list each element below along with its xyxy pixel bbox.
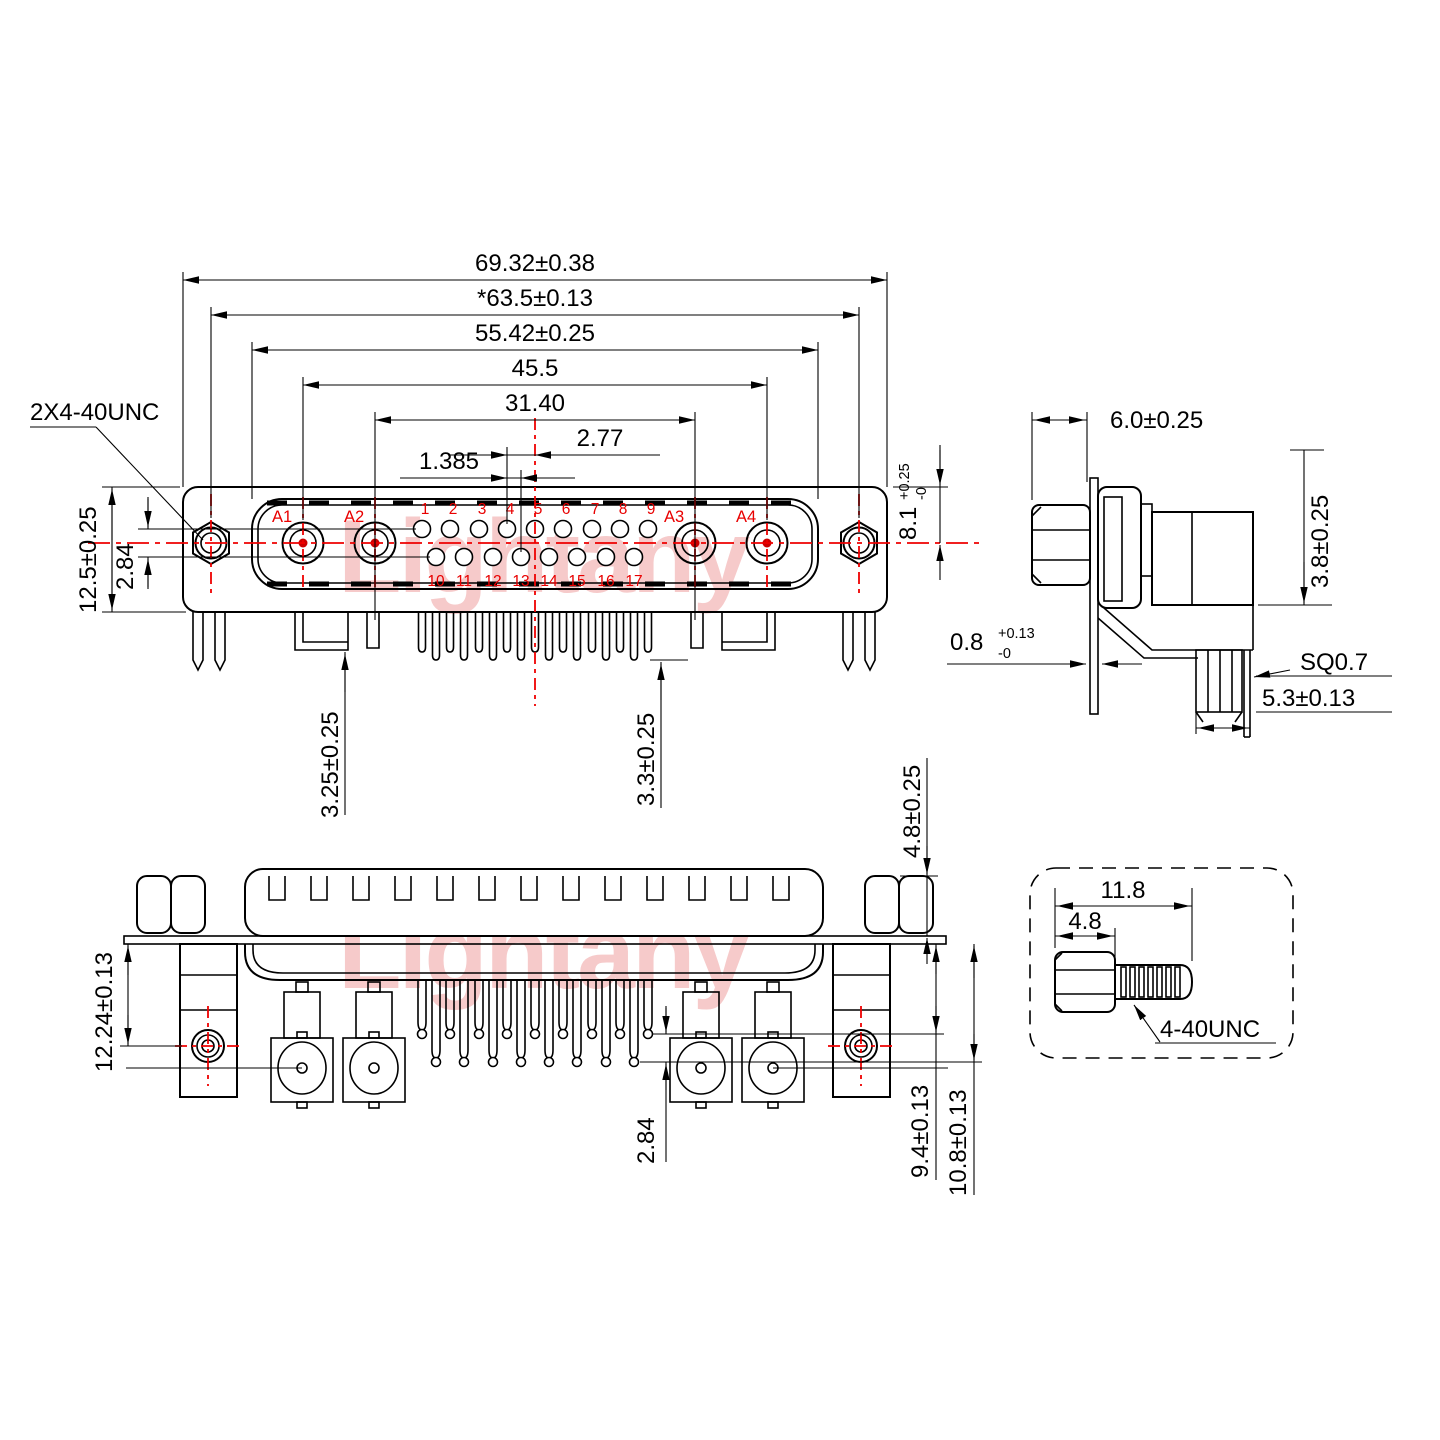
dim-flange-height: 12.5±0.25 xyxy=(75,506,102,613)
side-shell-inner xyxy=(1103,496,1123,602)
pin-label-1: 1 xyxy=(421,501,430,518)
pin-label-6: 6 xyxy=(562,501,571,518)
bottom-coax-a1 xyxy=(270,981,334,1109)
screw-head xyxy=(1054,951,1116,1013)
side-board-clip xyxy=(1195,649,1243,723)
svg-text:+0.25: +0.25 xyxy=(897,463,913,500)
bottom-nut-right xyxy=(864,875,934,934)
screw-thread-callout: 4-40UNC xyxy=(1160,1016,1260,1043)
dim-row-stagger: 2.84 xyxy=(633,1117,660,1164)
dim-pin-square: SQ0.7 xyxy=(1300,649,1368,676)
pin-label-15: 15 xyxy=(568,573,585,590)
pin-label-4: 4 xyxy=(506,501,515,518)
front-dimensions: 69.32±0.38 *63.5±0.13 55.42±0.25 45.5 31… xyxy=(30,250,948,818)
dim-row-spacing: 2.84 xyxy=(112,543,139,590)
pin-label-17: 17 xyxy=(625,573,642,590)
dim-screw-total: 11.8 xyxy=(1101,877,1146,904)
dim-row1-depth: 9.4±0.13 xyxy=(907,1085,934,1178)
front-view: 1 2 3 4 5 6 7 8 9 10 11 12 13 14 15 16 1… xyxy=(88,418,985,706)
bottom-coax-a4 xyxy=(741,981,805,1109)
dim-mount-spacing: *63.5±0.13 xyxy=(477,285,593,312)
bottom-view: 12.24±0.13 4.8±0.25 2.84 9.4±0.13 10.8±0… xyxy=(91,758,982,1196)
dim-shell-height: 8.1 +0.25 -0 xyxy=(895,463,930,540)
pin-label-3: 3 xyxy=(478,501,487,518)
coax-label-a4: A4 xyxy=(736,508,756,526)
bottom-flange xyxy=(123,935,947,945)
dim-inner-coax-span: 31.40 xyxy=(505,390,565,417)
screw-shaft xyxy=(1115,964,1194,1000)
pin-label-12: 12 xyxy=(484,573,501,590)
dim-overall-width: 69.32±0.38 xyxy=(475,250,595,277)
coax-label-a2: A2 xyxy=(344,508,364,526)
thread-callout: 2X4-40UNC xyxy=(30,399,159,426)
dim-pin-offset: 5.3±0.13 xyxy=(1262,685,1355,712)
dim-side-standoff: 3.8±0.25 xyxy=(1307,495,1334,588)
dim-insert-width: 55.42±0.25 xyxy=(475,320,595,347)
svg-text:-0: -0 xyxy=(914,487,930,500)
dim-coax-span: 45.5 xyxy=(512,355,559,382)
dim-side-depth: 6.0±0.25 xyxy=(1110,407,1203,434)
side-square-pin xyxy=(1243,650,1251,738)
dim-pin-leg-length: 3.3±0.25 xyxy=(633,713,660,806)
bottom-bracket-left xyxy=(179,943,238,1098)
pin-label-7: 7 xyxy=(591,501,600,518)
dim-flange-thickness: 0.8 xyxy=(950,629,983,656)
side-screw-head xyxy=(1031,504,1091,586)
dim-flange-thickness-minus: -0 xyxy=(998,646,1011,662)
bottom-housing-inner xyxy=(252,944,816,974)
bottom-crosshair-left xyxy=(174,1005,242,1087)
pin-label-9: 9 xyxy=(647,501,656,518)
pin-label-14: 14 xyxy=(540,573,558,590)
side-body-block xyxy=(1151,511,1254,606)
bottom-nut-left xyxy=(136,875,206,934)
coax-label-a1: A1 xyxy=(272,508,292,526)
dim-screw-head: 4.8 xyxy=(1068,908,1101,935)
pin-label-2: 2 xyxy=(449,501,458,518)
pin-label-10: 10 xyxy=(427,573,445,590)
pin-label-11: 11 xyxy=(456,573,472,590)
pin-label-8: 8 xyxy=(619,501,628,518)
dim-flange-thickness-plus: +0.13 xyxy=(998,626,1035,642)
bottom-bracket-right xyxy=(832,943,891,1098)
front-underside xyxy=(192,611,876,671)
coax-label-a3: A3 xyxy=(664,508,684,526)
side-flange xyxy=(1089,477,1099,715)
pin-label-16: 16 xyxy=(597,573,614,590)
pin-label-13: 13 xyxy=(512,573,529,590)
dim-nut-height: 4.8±0.25 xyxy=(899,765,926,858)
bottom-shell-outline xyxy=(244,868,824,937)
side-view: 6.0±0.25 3.8±0.25 0.8 +0.13 -0 SQ0.7 5.3… xyxy=(947,407,1392,738)
dim-row2-depth: 10.8±0.13 xyxy=(945,1089,972,1196)
screw-detail: 11.8 4.8 4-40UNC xyxy=(1029,867,1294,1059)
pin-label-5: 5 xyxy=(534,501,543,518)
pin-number-labels: 1 2 3 4 5 6 7 8 9 10 11 12 13 14 15 16 1… xyxy=(421,501,656,590)
dim-bracket-height: 12.24±0.13 xyxy=(91,952,118,1072)
dim-coax-leg-length: 3.25±0.25 xyxy=(317,711,344,818)
screw-detail-border xyxy=(1029,867,1294,1059)
dim-pin-pitch: 2.77 xyxy=(577,425,624,452)
svg-text:8.1: 8.1 xyxy=(895,507,922,540)
dim-half-pitch: 1.385 xyxy=(419,448,479,475)
screw-threads xyxy=(1120,966,1181,998)
bottom-housing xyxy=(244,944,824,981)
side-insulator xyxy=(1140,503,1153,577)
bottom-crosshair-right xyxy=(827,1005,895,1087)
